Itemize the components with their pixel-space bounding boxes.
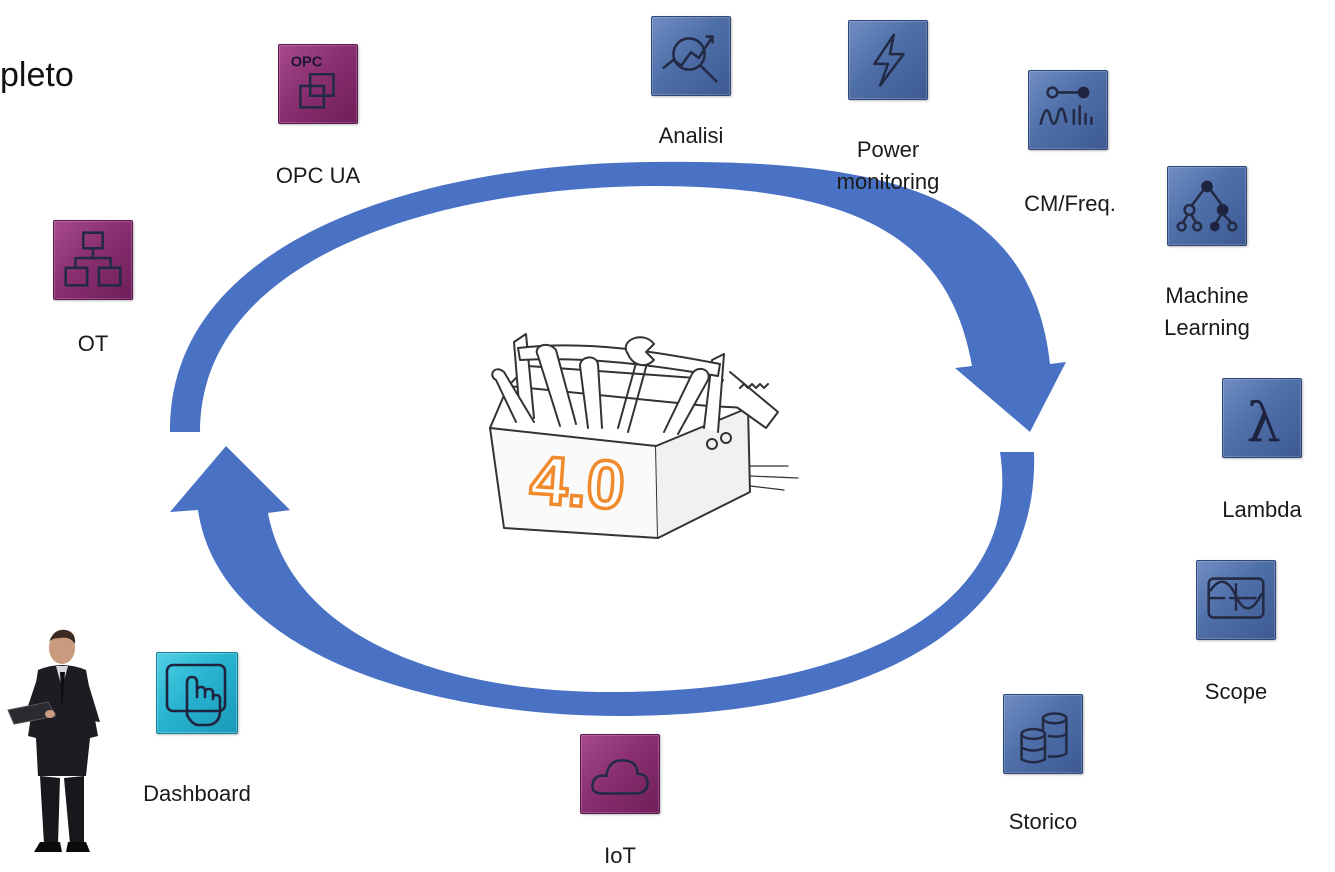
opc-windows-icon: OPC [291,54,335,109]
toolbox-illustration: 4.0 [489,333,799,539]
cloud-icon [591,759,649,795]
machine-learning-label-2: Learning [1164,315,1250,340]
lambda-symbol: λ [1246,390,1281,454]
scope-tile[interactable] [1196,560,1276,640]
opc-tag: OPC [291,54,323,70]
oscilloscope-icon [1207,577,1265,619]
analisi-tile[interactable] [651,16,731,96]
waveform-spectrum-icon [1039,86,1093,125]
lightning-icon [873,33,905,87]
storico-tile[interactable] [1003,694,1083,774]
database-cylinders-icon [1020,712,1068,764]
power-monitoring-tile[interactable] [848,20,928,100]
center-badge: 4.0 [528,442,628,524]
title-fragment: pleto [0,56,74,94]
machine-learning-tile[interactable] [1167,166,1247,246]
power-monitoring-label-1: Power [856,137,920,162]
cm-freq-label: CM/Freq. [1024,191,1116,216]
lambda-icon: λ [1246,390,1281,454]
analisi-label: Analisi [658,123,724,148]
dashboard-label: Dashboard [143,781,251,806]
machine-learning-label-1: Machine [1165,283,1249,308]
lambda-label: Lambda [1222,497,1302,522]
opc-ua-label: OPC UA [275,163,361,188]
iot-tile[interactable] [580,734,660,814]
node-tree-icon [1176,180,1238,232]
magnifier-trend-icon [662,35,718,83]
network-hierarchy-icon [64,231,122,287]
storico-label: Storico [1008,809,1078,834]
ot-label: OT [77,331,109,356]
cm-freq-tile[interactable] [1028,70,1108,150]
iot-label: IoT [604,843,636,868]
touch-hand-icon [165,663,227,727]
dashboard-tile[interactable] [156,652,238,734]
scope-label: Scope [1204,679,1268,704]
businessman-figure [7,629,100,852]
lambda-tile[interactable]: λ [1222,378,1302,458]
ot-tile[interactable] [53,220,133,300]
power-monitoring-label-2: monitoring [836,169,940,194]
opc-ua-tile[interactable]: OPC [278,44,358,124]
